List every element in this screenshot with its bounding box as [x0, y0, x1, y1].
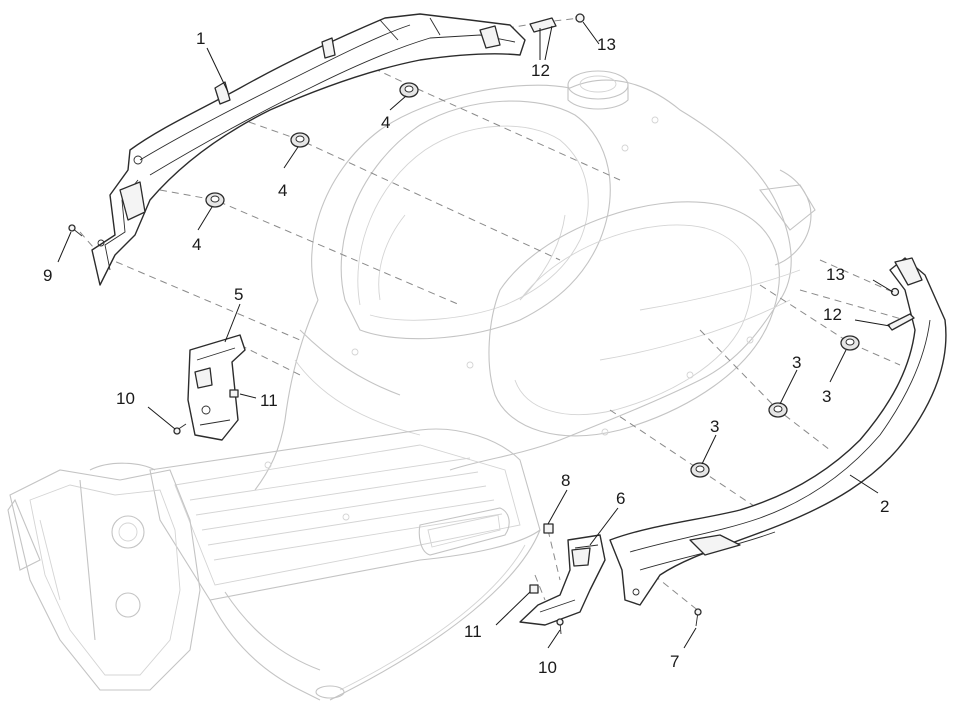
grommet-4-middle [290, 132, 310, 148]
callout-8: 8 [561, 471, 570, 490]
callout-11-left: 11 [260, 391, 278, 410]
hardware [68, 13, 915, 635]
grommet-3-middle [768, 402, 788, 418]
callout-12-right: 12 [823, 305, 842, 324]
callout-4-middle: 4 [278, 181, 287, 200]
callout-3-middle: 3 [792, 353, 801, 372]
clip-12-top [529, 17, 557, 33]
nut-13-right [890, 287, 900, 297]
callout-4-bottom: 4 [192, 235, 201, 254]
clip-12-right [887, 313, 915, 331]
nut-13-top [575, 13, 585, 23]
callout-3-right: 3 [822, 387, 831, 406]
callout-10-left: 10 [116, 389, 135, 408]
callout-12-top: 12 [531, 61, 550, 80]
clip-11-right [529, 584, 539, 594]
screw-9 [68, 224, 83, 237]
callout-5: 5 [234, 285, 243, 304]
leader-lines [57, 21, 894, 649]
callout-2: 2 [880, 497, 889, 516]
scooter-frame [7, 70, 816, 701]
part-1-left-side-trim [91, 13, 526, 286]
callout-13-top: 13 [597, 35, 616, 54]
grommet-3-right [840, 335, 860, 351]
callout-3-left: 3 [710, 417, 719, 436]
callout-7: 7 [670, 652, 679, 671]
callout-1: 1 [196, 29, 205, 48]
part-6-right-bracket [519, 534, 606, 626]
callout-4-top: 4 [381, 113, 390, 132]
callout-6: 6 [616, 489, 625, 508]
part-5-left-bracket [187, 334, 246, 441]
clip-8 [543, 523, 554, 534]
grommets [205, 82, 860, 478]
callout-labels: 1 2 3 3 3 4 4 4 5 6 7 8 9 10 10 11 11 12… [43, 29, 889, 677]
clip-11-left [229, 389, 239, 398]
screw-10-left [173, 423, 187, 435]
grommet-3-left [690, 462, 710, 478]
callout-9: 9 [43, 266, 52, 285]
part-2-right-side-trim [609, 257, 947, 606]
callout-11-right: 11 [464, 622, 482, 641]
grommet-4-top [399, 82, 419, 98]
grommet-4-bottom [205, 192, 225, 208]
callout-13-right: 13 [826, 265, 845, 284]
screw-10-right [556, 618, 564, 635]
callout-10-right: 10 [538, 658, 557, 677]
screw-7 [694, 608, 702, 627]
